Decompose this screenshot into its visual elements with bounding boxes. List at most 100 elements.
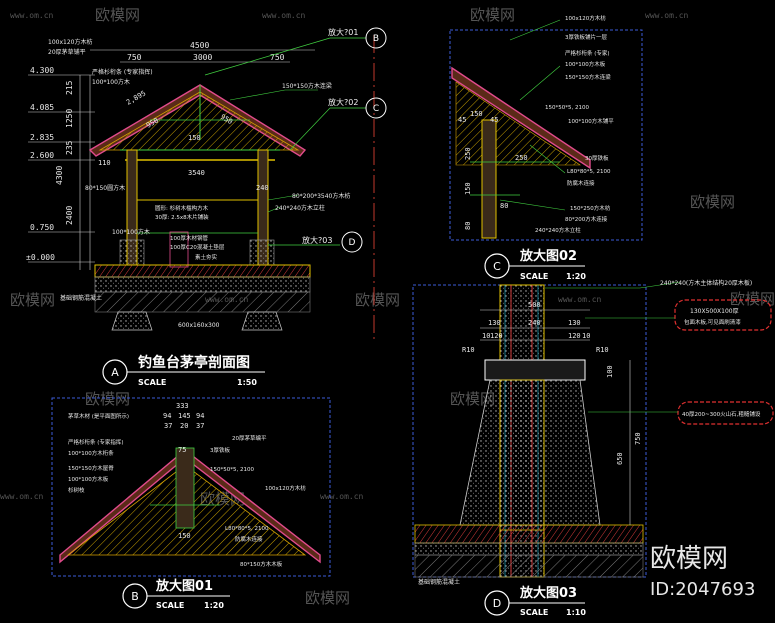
dim-label: 120 (568, 332, 581, 340)
note-label: 80*200*3540方木枋 (292, 192, 350, 200)
dim-label: 240 (256, 184, 269, 192)
scale-value: 1:50 (237, 378, 257, 387)
watermark-brand: 欧模网 (10, 291, 55, 309)
dim-label: 333 (176, 402, 189, 410)
note-label: 防腐木连接 (235, 535, 263, 543)
level-label: 0.750 (30, 223, 54, 232)
callout-letter: D (349, 238, 356, 248)
dim-label: 750 (127, 53, 142, 62)
dim-label: 80 (464, 222, 472, 230)
title-circle-letter: A (111, 366, 119, 379)
title-circle-letter: D (493, 597, 501, 610)
dim-label: 750 (634, 432, 642, 445)
dim-label: 100 (606, 365, 614, 378)
dim-label: 150 (470, 110, 483, 118)
note-label: 3厚铁板铺片一层 (565, 33, 607, 41)
note-label: 100厚木材钢管 (170, 234, 208, 242)
note-label: 150*150方木连梁 (282, 82, 332, 90)
scale-label: SCALE (138, 378, 166, 387)
dim-label: 10 (482, 332, 490, 340)
callout-letter: C (373, 104, 379, 114)
note-label: 100*100方木铺平 (568, 117, 614, 125)
dim-label: 150 (178, 532, 191, 540)
note-label: 80*200方木连接 (565, 215, 608, 223)
scale-label: SCALE (520, 272, 548, 281)
detail-b-drawing: 333 94 145 94 37 20 37 75 150 茅草木材 (是平面图… (59, 402, 321, 568)
callout-label: 放大?03 (302, 235, 332, 245)
dim-label: 10 (582, 332, 590, 340)
brand-logo-text: 欧模网 (650, 544, 728, 574)
note-label: 100x120方木枋 (265, 484, 306, 492)
note-label: 防腐木连接 (567, 179, 595, 187)
note-label: 严格杉桁条 (专家) (565, 49, 610, 57)
level-label: 2.600 (30, 151, 54, 160)
note-label: 150*250方木枋 (570, 204, 611, 212)
dim-label: 75 (178, 446, 186, 454)
dim-label: 235 (65, 140, 74, 155)
dim-label: 150 (188, 134, 201, 142)
note-label: L80*80*5, 2100 (225, 526, 269, 532)
dim-label: 94 (163, 412, 171, 420)
revision-cloud (677, 401, 774, 425)
detail-c-title-block: C 放大图02 SCALE 1:20 (484, 248, 586, 281)
note-label: 80*150圆方木 (85, 184, 125, 192)
dim-label: 250 (515, 154, 528, 162)
note-label: 240*240方木立柱 (535, 226, 581, 234)
dim-label: 4300 (55, 166, 64, 185)
brand-id-text: ID:2047693 (650, 579, 755, 600)
note-label: 130X500X100厚 (690, 308, 739, 315)
scale-label: SCALE (156, 601, 184, 610)
note-label: 240*240(方木主体结构20厚木板) (660, 279, 752, 287)
watermark-url: www.om.cn (0, 492, 44, 501)
level-label: 4.300 (30, 66, 54, 75)
note-label: 圆形: 杉树木槛构方木 (155, 204, 209, 212)
dim-label: 600x160x300 (178, 322, 220, 329)
dim-label: 45 (490, 116, 498, 124)
detail-b-frame (51, 397, 331, 577)
scale-value: 1:10 (566, 608, 586, 617)
dim-label: 80 (500, 202, 508, 210)
level-label: 2.835 (30, 133, 54, 142)
note-label: 100*100方木板 (68, 475, 109, 483)
callout-label: 放大?02 (328, 97, 358, 107)
title-circle-letter: C (493, 260, 501, 273)
detail-c-drawing: 100x120方木枋 3厚铁板铺片一层 严格杉桁条 (专家) 100*100方木… (451, 14, 614, 239)
dim-label: 250 (464, 147, 472, 160)
dim-label: 500 (528, 301, 541, 309)
dim-label: 2,895 (125, 89, 147, 106)
note-label: 包面木板,可见面刷清漆 (684, 318, 741, 326)
dim-label: 37 (196, 422, 204, 430)
dim-label: 3000 (193, 53, 212, 62)
watermark-url: www.om.cn (320, 492, 364, 501)
detail-d-drawing: 240*240(方木主体结构20厚木板) 500 130 240 130 10 … (414, 279, 774, 586)
watermark-brand: 欧模网 (470, 6, 515, 24)
dim-label: 4500 (190, 41, 209, 50)
brand-watermark-large: 欧模网 ID:2047693 (650, 544, 755, 600)
note-label: 100*100方木板 (565, 60, 606, 68)
note-label: 3厚铁板 (210, 446, 230, 454)
dim-label: 130 (568, 319, 581, 327)
detail-b-title-block: B 放大图01 SCALE 1:20 (122, 578, 230, 610)
note-label: 30厚铁板 (585, 154, 609, 162)
dim-label: 240 (528, 319, 541, 327)
dim-label: 2400 (65, 206, 74, 225)
note-label: 150*150方木屋脊 (68, 464, 114, 472)
dim-label: 650 (616, 452, 624, 465)
dim-label: R10 (462, 346, 475, 354)
level-label: ±0.000 (26, 253, 55, 262)
scale-value: 1:20 (566, 272, 586, 281)
callout-label: 放大?01 (328, 27, 358, 37)
revision-cloud (674, 299, 772, 331)
dim-label: 215 (65, 80, 74, 95)
note-label: 100*100方木 (112, 228, 150, 236)
dim-label: 37 (164, 422, 172, 430)
dim-label: 20 (180, 422, 188, 430)
watermark-brand: 欧模网 (355, 291, 400, 309)
detail-c-frame (449, 29, 643, 241)
note-label: 150*50*5, 2100 (545, 105, 589, 111)
detail-title: 放大图01 (155, 578, 213, 594)
dim-label: 120 (490, 332, 503, 340)
dim-label: 94 (196, 412, 204, 420)
watermark-url: www.om.cn (558, 295, 602, 304)
note-label: 30厚: 2.5x8木片铺装 (155, 213, 209, 221)
